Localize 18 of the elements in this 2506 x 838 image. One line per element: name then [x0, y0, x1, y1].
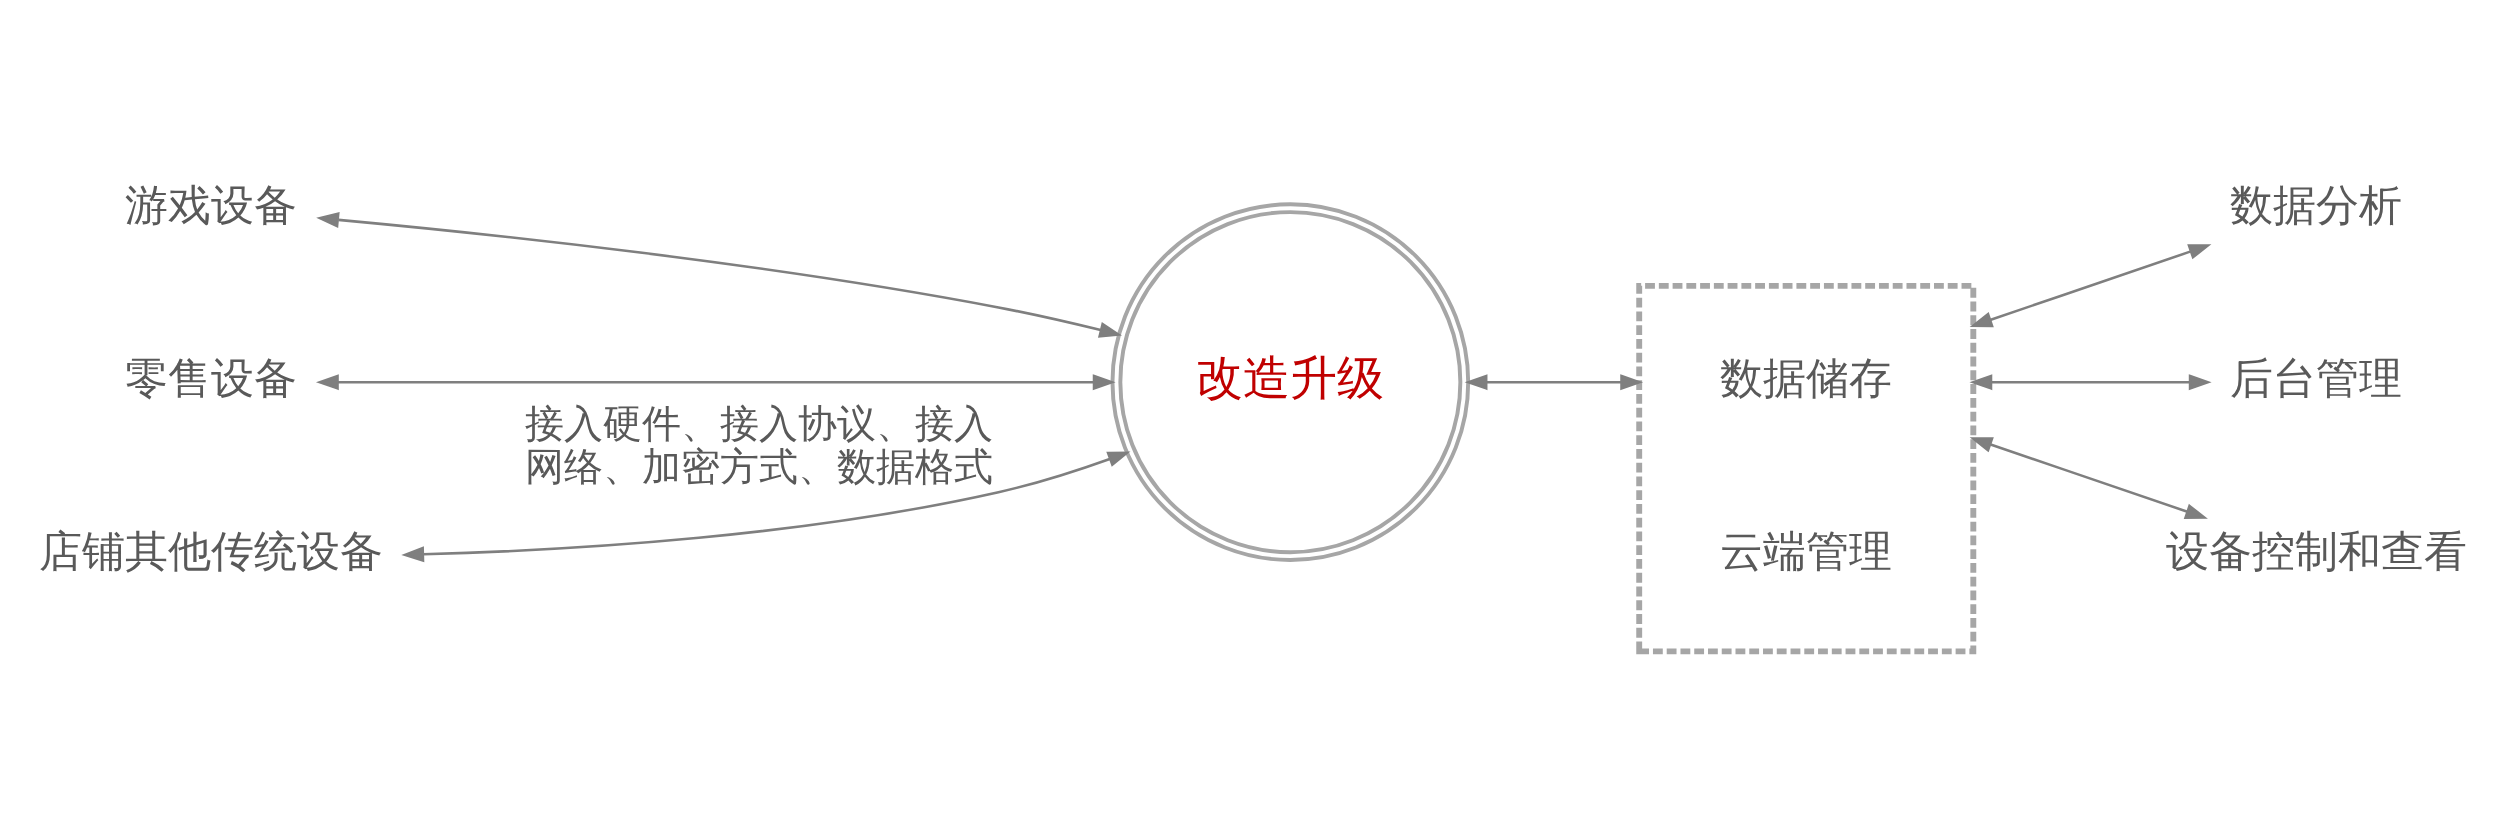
- node-text: 数据储存: [1720, 352, 1893, 403]
- arrow: [316, 211, 1123, 338]
- arrow: [1464, 373, 1644, 390]
- node-text: 店铺其他传统设备: [39, 525, 384, 576]
- node-text: 设备控制和查看: [2165, 525, 2467, 576]
- node-text: 零售设备: [125, 352, 298, 403]
- arrow: [401, 450, 1131, 562]
- edge-label: 接入硬件、接入协议、接入网络、加密方式、数据格式: [524, 400, 993, 489]
- arrow: [315, 373, 1116, 390]
- node-text: 游戏设备: [125, 179, 298, 230]
- node-circle: 改造升级: [1110, 201, 1471, 562]
- arrow: [1969, 373, 2212, 390]
- arrow: [1969, 436, 2208, 519]
- node-text: 数据分析: [2230, 179, 2403, 230]
- node-text: 云端管理: [1720, 525, 1893, 576]
- arrow: [1969, 243, 2212, 327]
- cluster: [1636, 282, 1977, 654]
- node-text: 后台管理: [2230, 352, 2403, 403]
